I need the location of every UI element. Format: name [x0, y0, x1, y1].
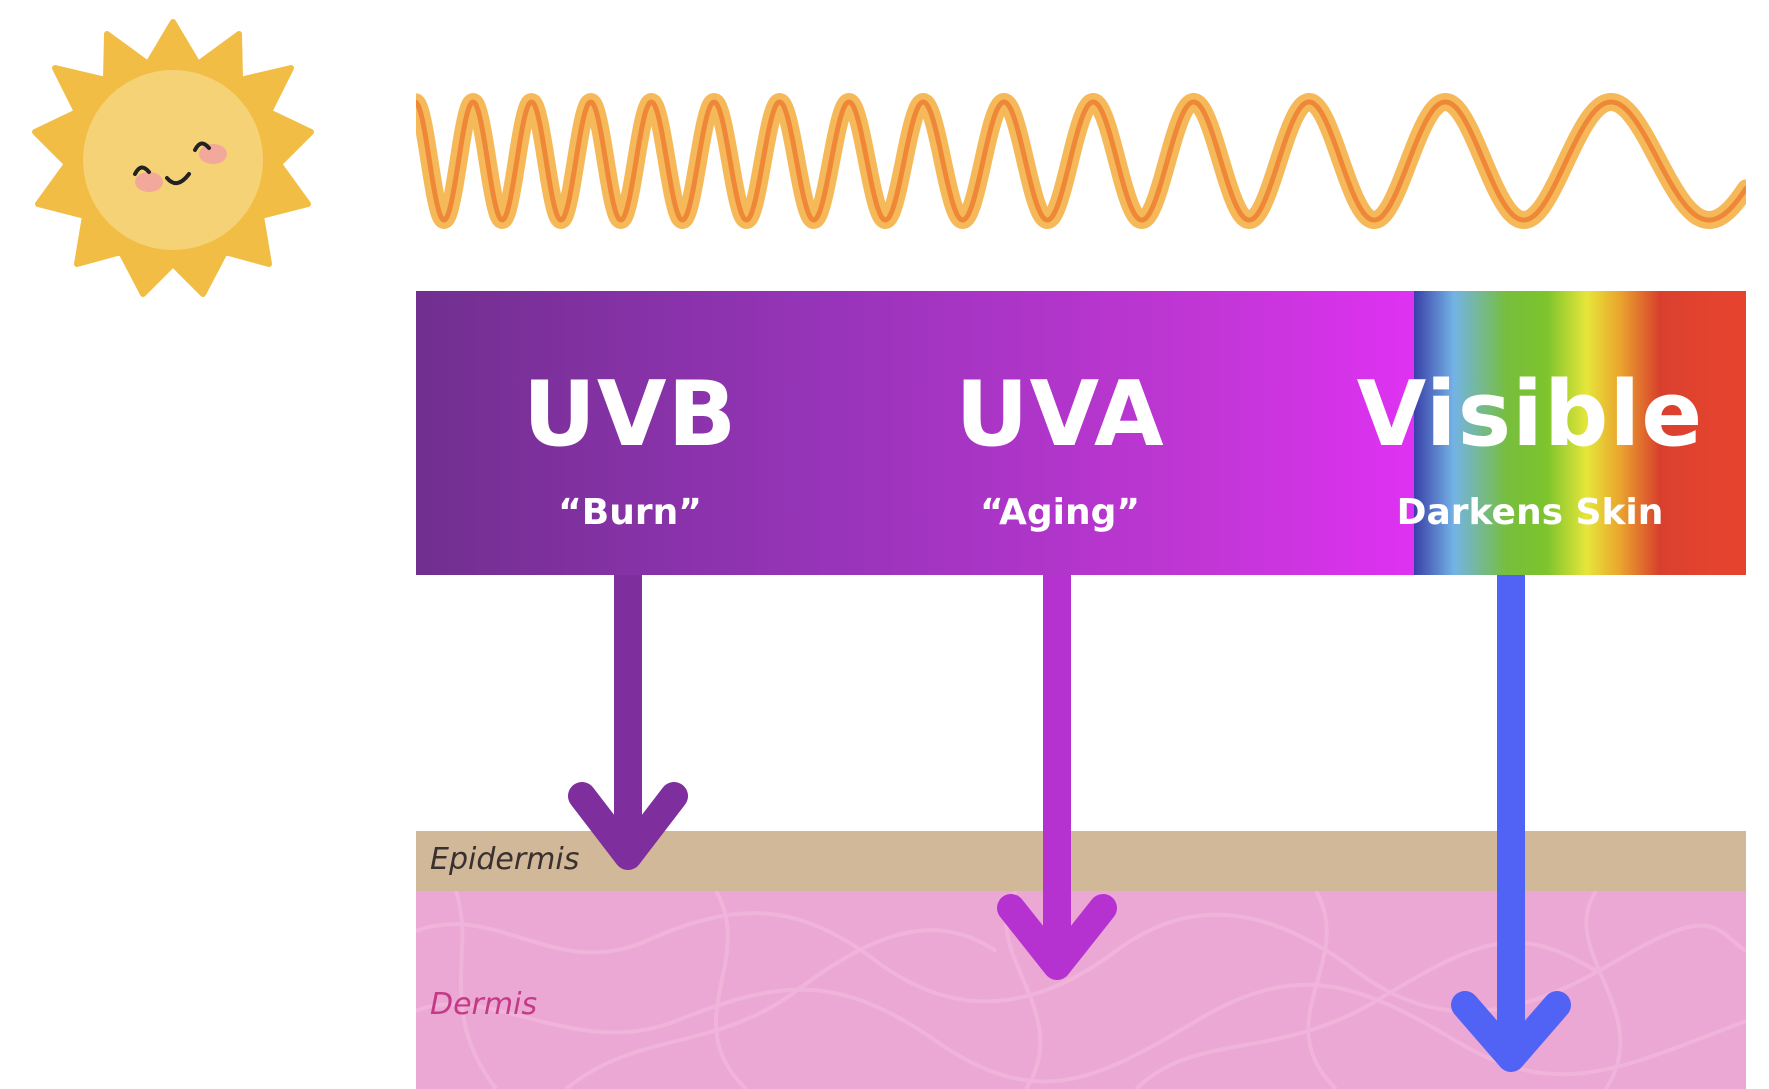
sun-cheek-right	[199, 144, 227, 164]
sun-mouth	[165, 172, 191, 186]
band-subtitle-visible: Darkens Skin	[1396, 492, 1664, 533]
sun-cheek-left	[135, 172, 163, 192]
dermis-label: Dermis	[430, 987, 538, 1022]
band-subtitle-uvb: “Burn”	[558, 492, 702, 533]
sun-icon	[32, 19, 314, 297]
wave-inner-stroke	[416, 99, 1746, 223]
epidermis-layer	[416, 831, 1746, 891]
band-title-uvb: UVB	[522, 362, 738, 467]
band-title-visible: Visible	[1356, 362, 1704, 467]
band-uva: UVA “Aging”	[920, 360, 1200, 550]
band-uvb: UVB “Burn”	[500, 360, 760, 550]
dermis-texture	[416, 891, 1746, 1089]
wave-icon	[416, 93, 1746, 229]
sun-face	[83, 70, 263, 250]
band-subtitle-uva: “Aging”	[979, 492, 1141, 533]
band-visible: Visible Darkens Skin	[1340, 360, 1720, 550]
dermis-layer	[416, 891, 1746, 1089]
band-title-uva: UVA	[955, 362, 1165, 467]
visible-spectrum-band	[1414, 291, 1746, 575]
sun-eye-right	[193, 141, 211, 152]
epidermis-label: Epidermis	[430, 842, 580, 877]
sun-eye-left	[133, 165, 151, 176]
uvb-arrow	[568, 575, 688, 870]
